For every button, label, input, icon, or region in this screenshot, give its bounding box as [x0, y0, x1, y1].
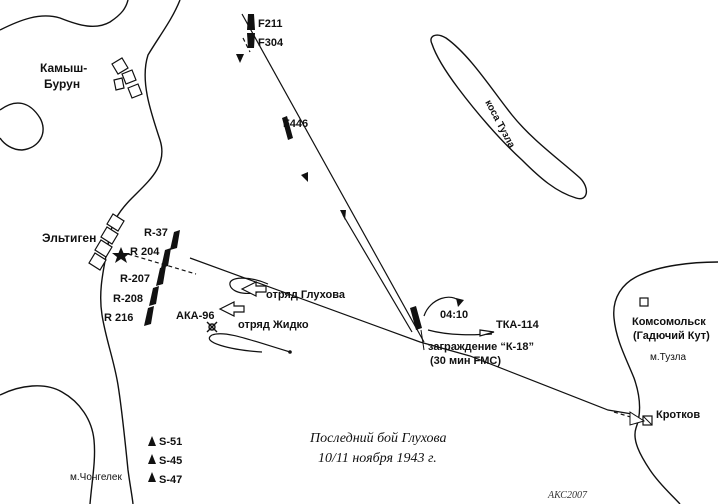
ship-f304-label: F304 — [258, 37, 284, 49]
route-arrow-mid — [301, 172, 308, 182]
krotkov-label: Кротков — [656, 409, 700, 421]
ship-markers-r — [144, 230, 180, 326]
route-arrow-south — [236, 54, 244, 63]
german-column-route — [241, 13, 425, 343]
kamysh-burun-bay-shore — [0, 102, 44, 151]
caption-line-1: Последний бой Глухова — [309, 431, 447, 446]
ship-markers-s — [148, 436, 156, 482]
ship-s51-label: S-51 — [159, 436, 182, 448]
ship-s45-label: S-45 — [159, 455, 182, 467]
tuzla-spit-outline — [430, 34, 587, 200]
ship-tka114-label: ТКА-114 — [496, 319, 540, 331]
route-offset-line — [342, 214, 413, 333]
coastline-bottom-left — [0, 385, 96, 504]
kamysh-burun-label-1: Камыш- — [40, 61, 87, 75]
glukhov-detachment-route — [189, 257, 633, 415]
zhidko-arrow — [218, 301, 245, 317]
author-signature: АКС2007 — [547, 490, 588, 501]
krotkov-arrow — [629, 411, 646, 426]
ship-s47-label: S-47 — [159, 474, 182, 486]
m-tuzla-label: м.Тузла — [650, 352, 687, 363]
barrier-label-1: заграждение “К-18” — [428, 341, 534, 353]
eltigen-label: Эльтиген — [42, 231, 96, 245]
otryad-zhidko-label: отряд Жидко — [238, 319, 309, 331]
glukhov-arrow — [240, 281, 267, 297]
taman-coastline — [613, 261, 718, 504]
komsomolsk-building — [639, 297, 649, 307]
gadyuchy-kut-label: (Гадючий Кут) — [633, 330, 710, 342]
barrier-marker-line — [420, 329, 425, 351]
barrier-label-2: (30 мин FMC) — [430, 355, 501, 367]
coastline-top-left — [0, 0, 129, 31]
zhidko-end-point — [288, 350, 292, 354]
ship-f211-label: F211 — [258, 18, 282, 30]
ship-r204-label: R 204 — [130, 246, 160, 258]
ship-aka96-label: АКА-96 — [176, 310, 215, 322]
caption-line-2: 10/11 ноября 1943 г. — [318, 451, 437, 466]
time-label: 04:10 — [440, 309, 468, 321]
aka96-wreck-icon — [206, 321, 218, 333]
tka114-boat — [479, 329, 495, 337]
ship-markers-north — [247, 14, 422, 330]
ship-r207-label: R-207 — [120, 273, 150, 285]
zhidko-loop — [208, 333, 291, 353]
ship-f446-label: F446 — [283, 118, 308, 130]
otryad-glukhova-label: отряд Глухова — [266, 289, 346, 301]
dashed-link-krotkov — [613, 411, 645, 422]
ship-r37-label: R-37 — [144, 227, 168, 239]
ship-r208-label: R-208 — [113, 293, 143, 305]
eltigen-buildings — [88, 213, 125, 271]
ship-r216-label: R 216 — [104, 312, 133, 324]
komsomolsk-label: Комсомольск — [632, 316, 706, 328]
route-dashed-top — [242, 37, 251, 53]
tka114-arrow — [456, 298, 464, 307]
eltigen-star-icon — [112, 247, 130, 263]
m-chongelek-label: м.Чонгелек — [70, 472, 122, 483]
kamysh-burun-buildings — [111, 57, 143, 99]
krotkov-building — [642, 415, 653, 426]
route-arrow-north — [340, 210, 346, 220]
kamysh-burun-label-2: Бурун — [44, 77, 80, 91]
